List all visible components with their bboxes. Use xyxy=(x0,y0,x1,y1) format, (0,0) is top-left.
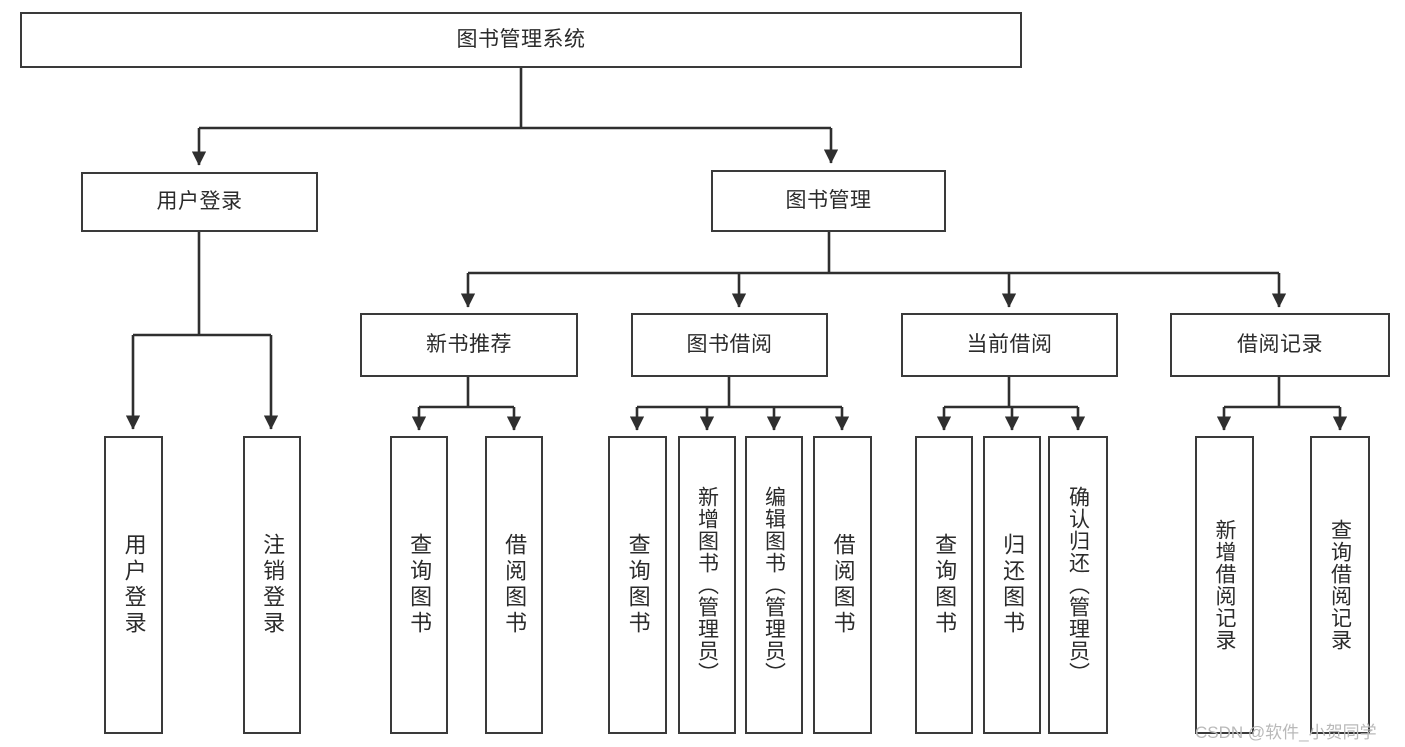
node-leaf-add-record[interactable]: 新增借阅记录 xyxy=(1195,436,1254,734)
node-leaf-logout[interactable]: 注销登录 xyxy=(243,436,301,734)
node-leaf-user-login-label: 用户登录 xyxy=(121,533,147,637)
node-leaf-borrow-book-2-label: 借阅图书 xyxy=(830,533,856,637)
node-book-manage[interactable]: 图书管理 xyxy=(711,170,946,232)
node-leaf-add-book[interactable]: 新增图书（管理员） xyxy=(678,436,736,734)
edges-current-borrow xyxy=(936,377,1086,431)
node-leaf-user-login[interactable]: 用户登录 xyxy=(104,436,163,734)
node-leaf-return-book[interactable]: 归还图书 xyxy=(983,436,1041,734)
node-user-login-label: 用户登录 xyxy=(156,190,243,214)
node-leaf-query-record[interactable]: 查询借阅记录 xyxy=(1310,436,1370,734)
node-leaf-confirm-return[interactable]: 确认归还（管理员） xyxy=(1048,436,1108,734)
node-book-borrow-label: 图书借阅 xyxy=(686,333,773,357)
node-leaf-query-record-label: 查询借阅记录 xyxy=(1328,519,1352,651)
node-leaf-query-book-3[interactable]: 查询图书 xyxy=(915,436,973,734)
node-book-borrow[interactable]: 图书借阅 xyxy=(631,313,828,377)
node-leaf-logout-label: 注销登录 xyxy=(260,533,286,637)
node-leaf-borrow-book-2[interactable]: 借阅图书 xyxy=(813,436,872,734)
edges-user-login xyxy=(125,232,279,430)
node-new-book-rec[interactable]: 新书推荐 xyxy=(360,313,578,377)
node-book-manage-label: 图书管理 xyxy=(785,189,872,213)
node-root[interactable]: 图书管理系统 xyxy=(20,12,1022,68)
node-leaf-query-book-2[interactable]: 查询图书 xyxy=(608,436,667,734)
edges-new-book-rec xyxy=(411,377,522,431)
node-user-login[interactable]: 用户登录 xyxy=(81,172,318,232)
node-leaf-borrow-book-1[interactable]: 借阅图书 xyxy=(485,436,543,734)
node-current-borrow-label: 当前借阅 xyxy=(966,333,1053,357)
node-leaf-edit-book-label: 编辑图书（管理员） xyxy=(762,486,786,684)
edges-root xyxy=(191,68,839,166)
node-root-label: 图书管理系统 xyxy=(456,28,586,52)
node-leaf-add-record-label: 新增借阅记录 xyxy=(1213,519,1237,651)
watermark-text: CSDN @软件_小贺同学 xyxy=(1195,723,1377,742)
node-leaf-add-book-label: 新增图书（管理员） xyxy=(695,486,719,684)
node-leaf-query-book-1[interactable]: 查询图书 xyxy=(390,436,448,734)
node-new-book-rec-label: 新书推荐 xyxy=(426,333,512,357)
edges-book-manage xyxy=(460,232,1287,308)
node-leaf-query-book-1-label: 查询图书 xyxy=(407,533,433,637)
edges-borrow-record xyxy=(1216,377,1348,431)
node-borrow-record[interactable]: 借阅记录 xyxy=(1170,313,1390,377)
node-leaf-query-book-3-label: 查询图书 xyxy=(932,533,958,637)
node-current-borrow[interactable]: 当前借阅 xyxy=(901,313,1118,377)
node-borrow-record-label: 借阅记录 xyxy=(1237,333,1323,357)
edges-book-borrow xyxy=(629,377,850,431)
node-leaf-edit-book[interactable]: 编辑图书（管理员） xyxy=(745,436,803,734)
node-leaf-return-book-label: 归还图书 xyxy=(1000,533,1026,637)
node-leaf-borrow-book-1-label: 借阅图书 xyxy=(502,533,528,637)
node-leaf-confirm-return-label: 确认归还（管理员） xyxy=(1066,486,1090,684)
node-leaf-query-book-2-label: 查询图书 xyxy=(625,533,651,637)
